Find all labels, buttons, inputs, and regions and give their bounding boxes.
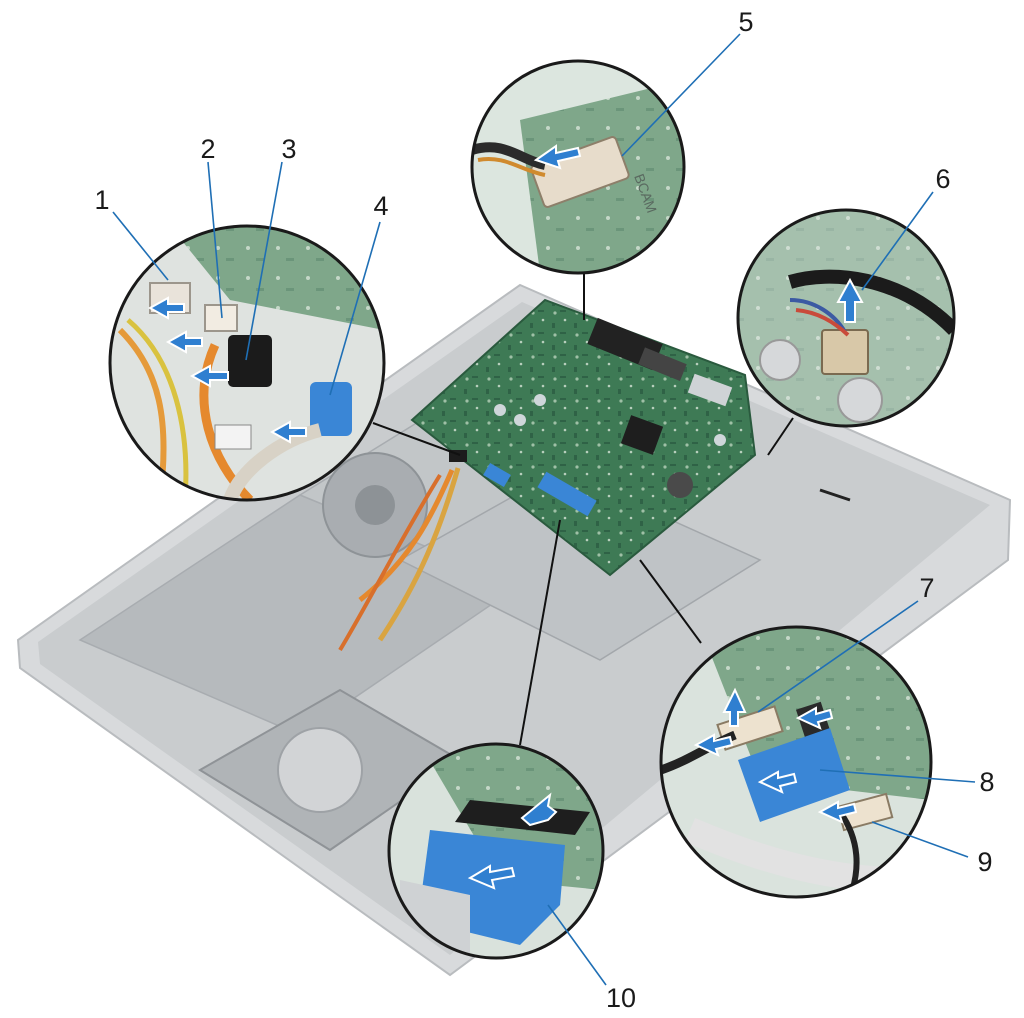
callout-8: 8: [979, 767, 994, 797]
zoom-circle-7-9: [659, 625, 933, 899]
zoom-circle-10: [387, 742, 605, 960]
callout-10: 10: [606, 983, 636, 1013]
callout-6: 6: [935, 164, 950, 194]
callout-9: 9: [977, 847, 992, 877]
callout-4: 4: [373, 191, 388, 221]
pull-arrow-icon: [533, 144, 582, 170]
zoom-circle-1-4: [108, 224, 386, 502]
pull-arrow-icon: [467, 864, 516, 890]
lift-arrow-icon: [836, 277, 864, 323]
pull-arrow-icon: [693, 687, 858, 824]
pull-arrow-icon: [147, 296, 307, 444]
system-board: [410, 298, 757, 577]
zoom-circle-6: [736, 208, 956, 428]
leader-lines: [112, 33, 976, 986]
callout-3: 3: [281, 134, 296, 164]
callout-1: 1: [94, 185, 109, 215]
callout-5: 5: [738, 7, 753, 37]
callout-2: 2: [200, 134, 215, 164]
zoom-circle-5: BCAM: [470, 59, 686, 275]
callout-labels: 1 2 3 4 5 6 7 8 9 10: [94, 7, 994, 1013]
lift-arrow-icon: [520, 792, 558, 827]
zoom-connectors: [372, 272, 794, 746]
callout-7: 7: [919, 573, 934, 603]
